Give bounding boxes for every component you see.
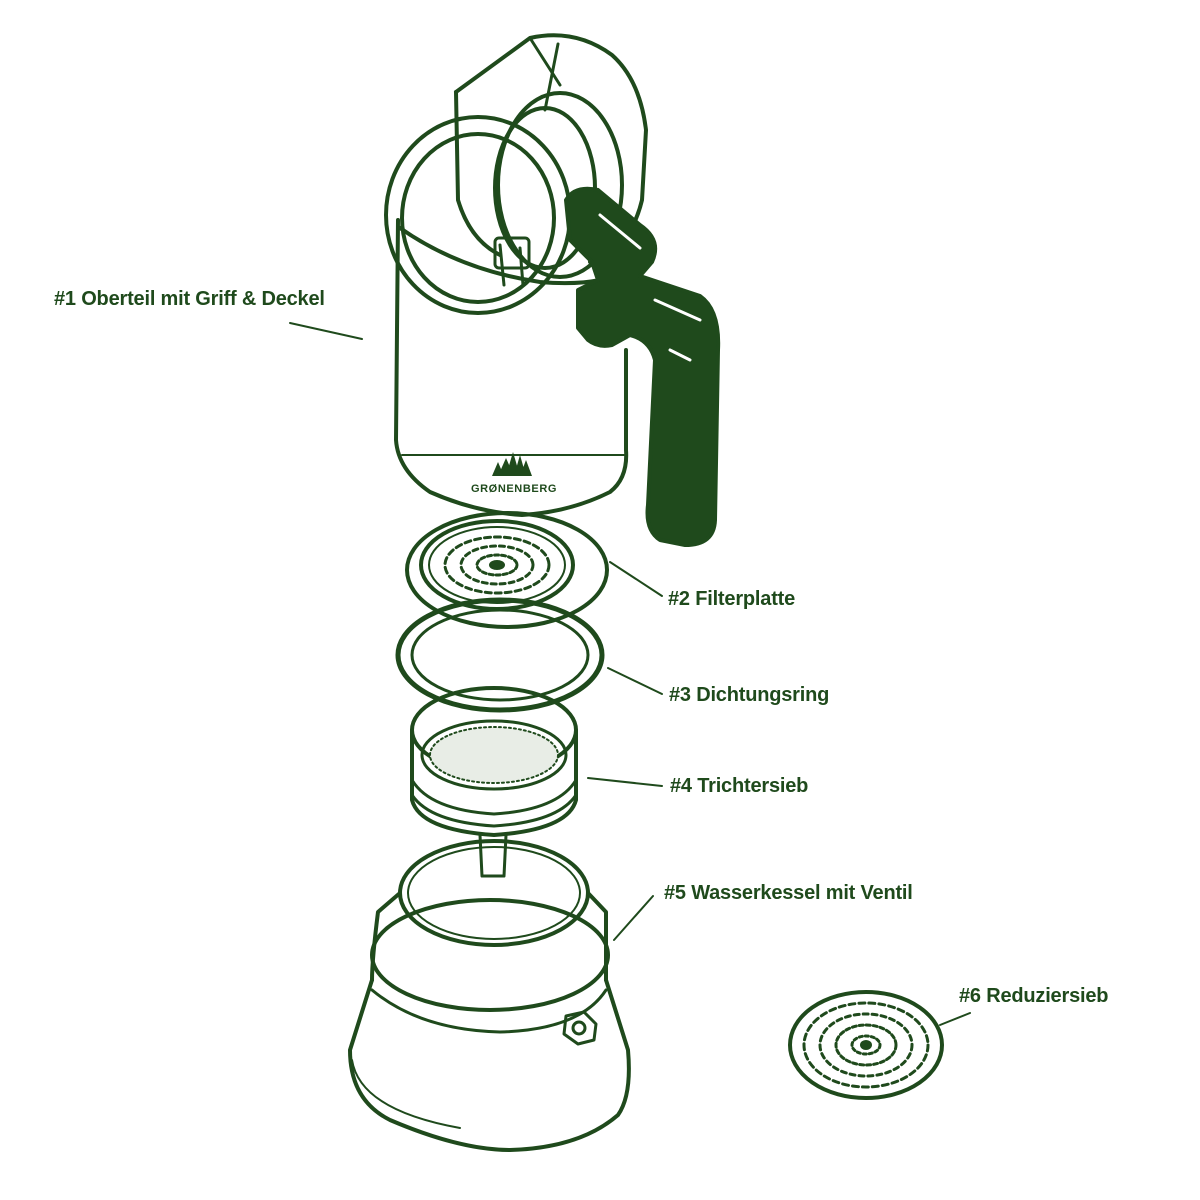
funnel-sieve-drawing <box>410 686 578 878</box>
label-part-4: #4 Trichtersieb <box>670 775 809 797</box>
brand-wordmark: GRØNENBERG <box>471 483 557 495</box>
filter-plate-drawing <box>405 511 609 629</box>
water-boiler-drawing <box>348 839 631 1152</box>
label-part-3: #3 Dichtungsring <box>669 684 830 706</box>
leader-line-6 <box>939 1012 971 1026</box>
leader-line-1 <box>289 322 363 340</box>
label-part-2: #2 Filterplatte <box>668 588 796 610</box>
label-part-6: #6 Reduziersieb <box>959 985 1109 1007</box>
fir-trees-icon <box>492 452 532 476</box>
leader-line-3 <box>607 667 663 695</box>
leader-line-5 <box>613 895 654 941</box>
leader-line-2 <box>609 561 663 597</box>
leader-lines <box>289 322 971 1026</box>
leader-line-4 <box>587 777 663 787</box>
label-part-5: #5 Wasserkessel mit Ventil <box>664 882 913 904</box>
label-part-1: #1 Oberteil mit Griff & Deckel <box>54 288 325 310</box>
sealing-ring-drawing <box>395 597 605 713</box>
reducer-sieve-drawing <box>788 990 944 1100</box>
